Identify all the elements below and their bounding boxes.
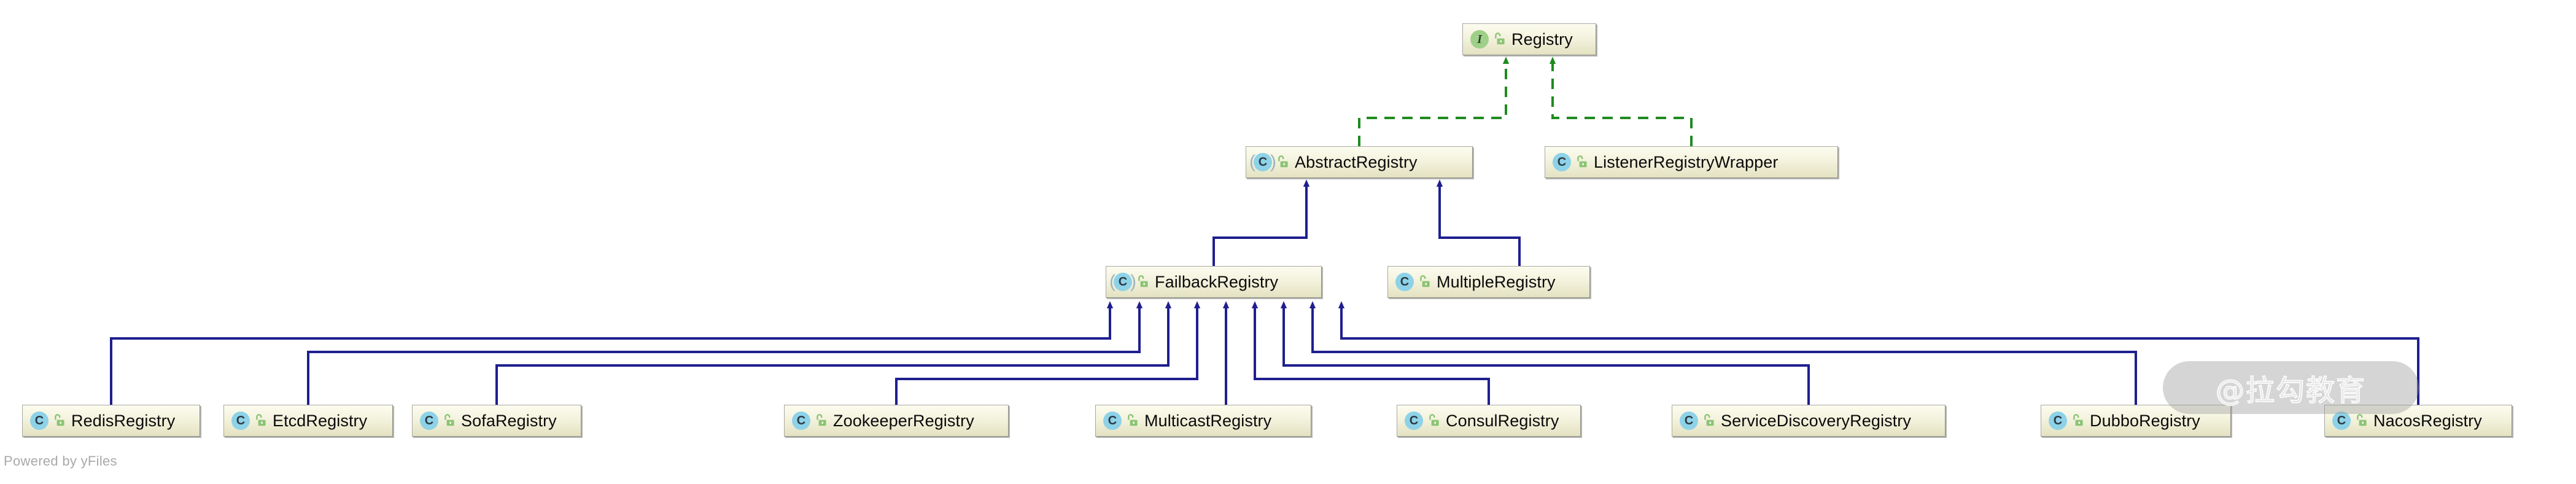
badge-letter: C (1553, 153, 1571, 171)
uml-node-sofa-registry[interactable]: C SofaRegistry (412, 405, 581, 437)
uml-node-label: ServiceDiscoveryRegistry (1721, 411, 1911, 430)
edge-nacos-registry-to-failback-registry (1338, 301, 2419, 405)
uml-node-failback-registry[interactable]: C FailbackRegistry (1106, 266, 1322, 298)
uml-node-service-discovery-registry[interactable]: C ServiceDiscoveryRegistry (1672, 405, 1946, 437)
uml-node-consul-registry[interactable]: C ConsulRegistry (1397, 405, 1581, 437)
badge-letter: C (2049, 412, 2067, 430)
uml-node-label: MultipleRegistry (1437, 272, 1556, 291)
badge-letter: C (1680, 412, 1698, 430)
edge-service-discovery-registry-to-failback-registry (1280, 301, 1810, 405)
class-badge-icon: C (1680, 412, 1701, 430)
uml-node-label: DubboRegistry (2090, 411, 2200, 430)
badge-letter: C (1114, 273, 1132, 291)
badge-letter: C (2332, 412, 2351, 430)
unlocked-padlock-icon (1429, 414, 1439, 426)
uml-node-redis-registry[interactable]: C RedisRegistry (22, 405, 200, 437)
unlocked-padlock-icon (1278, 155, 1288, 168)
abstract-class-badge-icon: C (1254, 153, 1275, 171)
badge-letter: C (1405, 412, 1423, 430)
uml-node-multicast-registry[interactable]: C MulticastRegistry (1095, 405, 1311, 437)
uml-node-label: NacosRegistry (2373, 411, 2482, 430)
edge-multiple-registry-to-abstract-registry (1436, 179, 1521, 266)
uml-node-multiple-registry[interactable]: C MultipleRegistry (1387, 266, 1590, 298)
unlocked-padlock-icon (1138, 275, 1148, 287)
unlocked-padlock-icon (817, 414, 826, 426)
edge-etcd-registry-to-failback-registry (307, 301, 1143, 405)
unlocked-padlock-icon (1704, 414, 1714, 426)
uml-node-label: SofaRegistry (461, 411, 557, 430)
edge-redis-registry-to-failback-registry (110, 301, 1114, 405)
uml-node-listener-registry-wrapper[interactable]: C ListenerRegistryWrapper (1545, 146, 1838, 178)
unlocked-padlock-icon (1577, 155, 1587, 168)
uml-node-label: EtcdRegistry (273, 411, 368, 430)
abstract-class-badge-icon: C (1114, 273, 1135, 291)
class-badge-icon: C (1103, 412, 1125, 430)
uml-node-label: AbstractRegistry (1295, 152, 1418, 171)
uml-node-label: FailbackRegistry (1155, 272, 1279, 291)
uml-node-registry[interactable]: I Registry (1462, 23, 1596, 55)
class-badge-icon: C (2332, 412, 2354, 430)
class-badge-icon: C (1405, 412, 1426, 430)
edge-consul-registry-to-failback-registry (1251, 301, 1490, 405)
edge-dubbo-registry-to-failback-registry (1309, 301, 2137, 405)
unlocked-padlock-icon (1128, 414, 1138, 426)
class-badge-icon: C (2049, 412, 2070, 430)
unlocked-padlock-icon (2357, 414, 2367, 426)
uml-node-abstract-registry[interactable]: C AbstractRegistry (1246, 146, 1473, 178)
class-badge-icon: C (1395, 273, 1417, 291)
uml-node-label: ConsulRegistry (1446, 411, 1559, 430)
edge-failback-registry-to-abstract-registry (1212, 179, 1310, 266)
class-badge-icon: C (1553, 153, 1574, 171)
uml-node-label: MulticastRegistry (1144, 411, 1272, 430)
unlocked-padlock-icon (2073, 414, 2083, 426)
badge-letter: C (420, 412, 438, 430)
uml-node-etcd-registry[interactable]: C EtcdRegistry (223, 405, 393, 437)
uml-node-zookeeper-registry[interactable]: C ZookeeperRegistry (784, 405, 1009, 437)
badge-letter: C (792, 412, 810, 430)
unlocked-padlock-icon (1420, 275, 1430, 287)
class-badge-icon: C (420, 412, 441, 430)
edge-listener-registry-wrapper-to-registry (1549, 57, 1693, 146)
edge-sofa-registry-to-failback-registry (495, 301, 1172, 405)
powered-by-credit: Powered by yFiles (4, 453, 117, 469)
watermark-text: @拉勾教育 (2215, 373, 2366, 408)
uml-node-dubbo-registry[interactable]: C DubboRegistry (2041, 405, 2231, 437)
class-badge-icon: C (30, 412, 52, 430)
edge-zookeeper-registry-to-failback-registry (895, 301, 1201, 405)
badge-letter: C (231, 412, 250, 430)
uml-node-label: Registry (1511, 29, 1573, 49)
unlocked-padlock-icon (55, 414, 64, 426)
class-badge-icon: C (792, 412, 813, 430)
badge-letter: C (1395, 273, 1414, 291)
unlocked-padlock-icon (444, 414, 454, 426)
badge-letter: C (1254, 153, 1272, 171)
badge-letter: I (1470, 30, 1489, 49)
interface-badge-icon: I (1470, 30, 1492, 49)
badge-letter: C (1103, 412, 1122, 430)
uml-node-label: ListenerRegistryWrapper (1594, 152, 1779, 171)
uml-node-nacos-registry[interactable]: C NacosRegistry (2324, 405, 2512, 437)
edge-abstract-registry-to-registry (1358, 57, 1510, 146)
badge-letter: C (30, 412, 48, 430)
unlocked-padlock-icon (1495, 33, 1505, 45)
class-badge-icon: C (231, 412, 253, 430)
uml-node-label: RedisRegistry (71, 411, 176, 430)
uml-node-label: ZookeeperRegistry (833, 411, 974, 430)
unlocked-padlock-icon (256, 414, 266, 426)
